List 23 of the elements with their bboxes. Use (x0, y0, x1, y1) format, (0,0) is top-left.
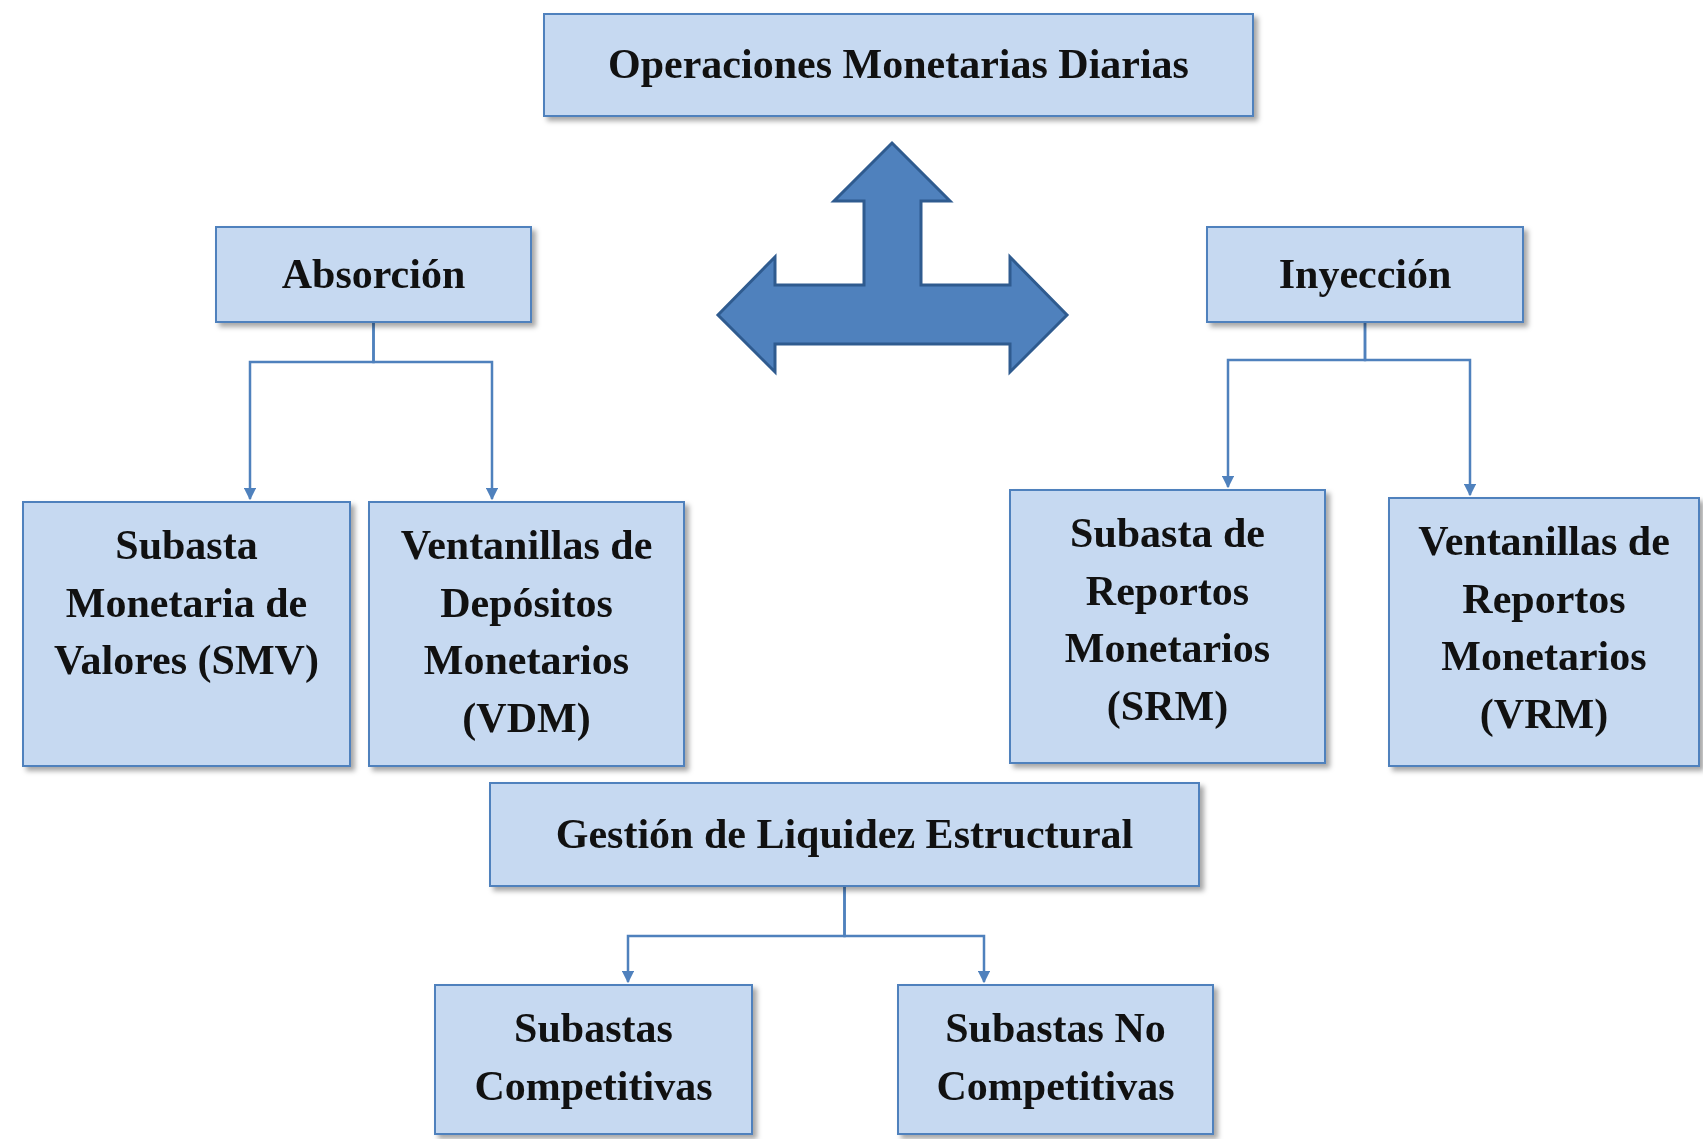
box-label: Absorción (281, 249, 466, 299)
process-box (434, 984, 753, 1135)
box-label: Ventanillas de Reportos Monetarios (VRM) (1417, 517, 1671, 739)
connector-arrow (372, 323, 499, 501)
process-box (1206, 226, 1524, 323)
box-label: Gestión de Liquidez Estructural (555, 809, 1134, 859)
process-box (1388, 497, 1700, 767)
box-label: Subastas No Competitivas (935, 1004, 1176, 1111)
box-label: Inyección (1278, 249, 1452, 299)
box-label: Subasta de Reportos Monetarios (SRM) (1063, 509, 1272, 731)
box-label: Operaciones Monetarias Diarias (608, 40, 1189, 90)
box-label: Subastas Competitivas (473, 1004, 714, 1111)
process-box (543, 13, 1254, 117)
box-label: Ventanillas de Depósitos Monetarios (VDM) (399, 521, 654, 743)
process-box (215, 226, 532, 323)
connector-arrow (1363, 323, 1477, 497)
box-label: Subasta Monetaria de Valores (SMV) (53, 521, 320, 686)
process-box (368, 501, 685, 767)
process-box (22, 501, 351, 767)
process-box (897, 984, 1214, 1135)
process-box (1009, 489, 1326, 764)
connector-arrow (843, 887, 991, 984)
process-box (489, 782, 1200, 887)
